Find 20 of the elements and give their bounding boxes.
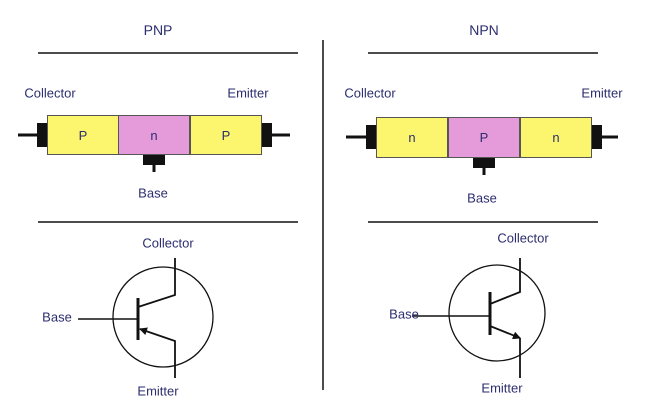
terminal-label: Emitter: [137, 384, 179, 398]
type-heading: PNP: [144, 22, 172, 38]
terminal-label: Emitter: [481, 380, 523, 396]
terminal-label: Collector: [344, 86, 396, 100]
semiconductor-layer: n: [118, 115, 190, 155]
terminal-label: Collector: [24, 86, 76, 100]
terminal-label: Base: [389, 306, 419, 322]
semiconductor-layer: P: [47, 115, 119, 155]
terminal-label: Collector: [142, 236, 194, 250]
semiconductor-layer: P: [190, 115, 262, 155]
terminal-label: Emitter: [227, 86, 269, 100]
terminal-label: Emitter: [581, 86, 623, 100]
semiconductor-layer: n: [376, 117, 448, 158]
semiconductor-layer: n: [520, 117, 592, 158]
semiconductor-layer: P: [448, 117, 520, 158]
terminal-label: Base: [467, 190, 497, 206]
type-heading: NPN: [469, 22, 499, 38]
terminal-label: Base: [42, 310, 72, 324]
terminal-label: Collector: [497, 230, 549, 246]
terminal-label: Base: [138, 186, 168, 200]
